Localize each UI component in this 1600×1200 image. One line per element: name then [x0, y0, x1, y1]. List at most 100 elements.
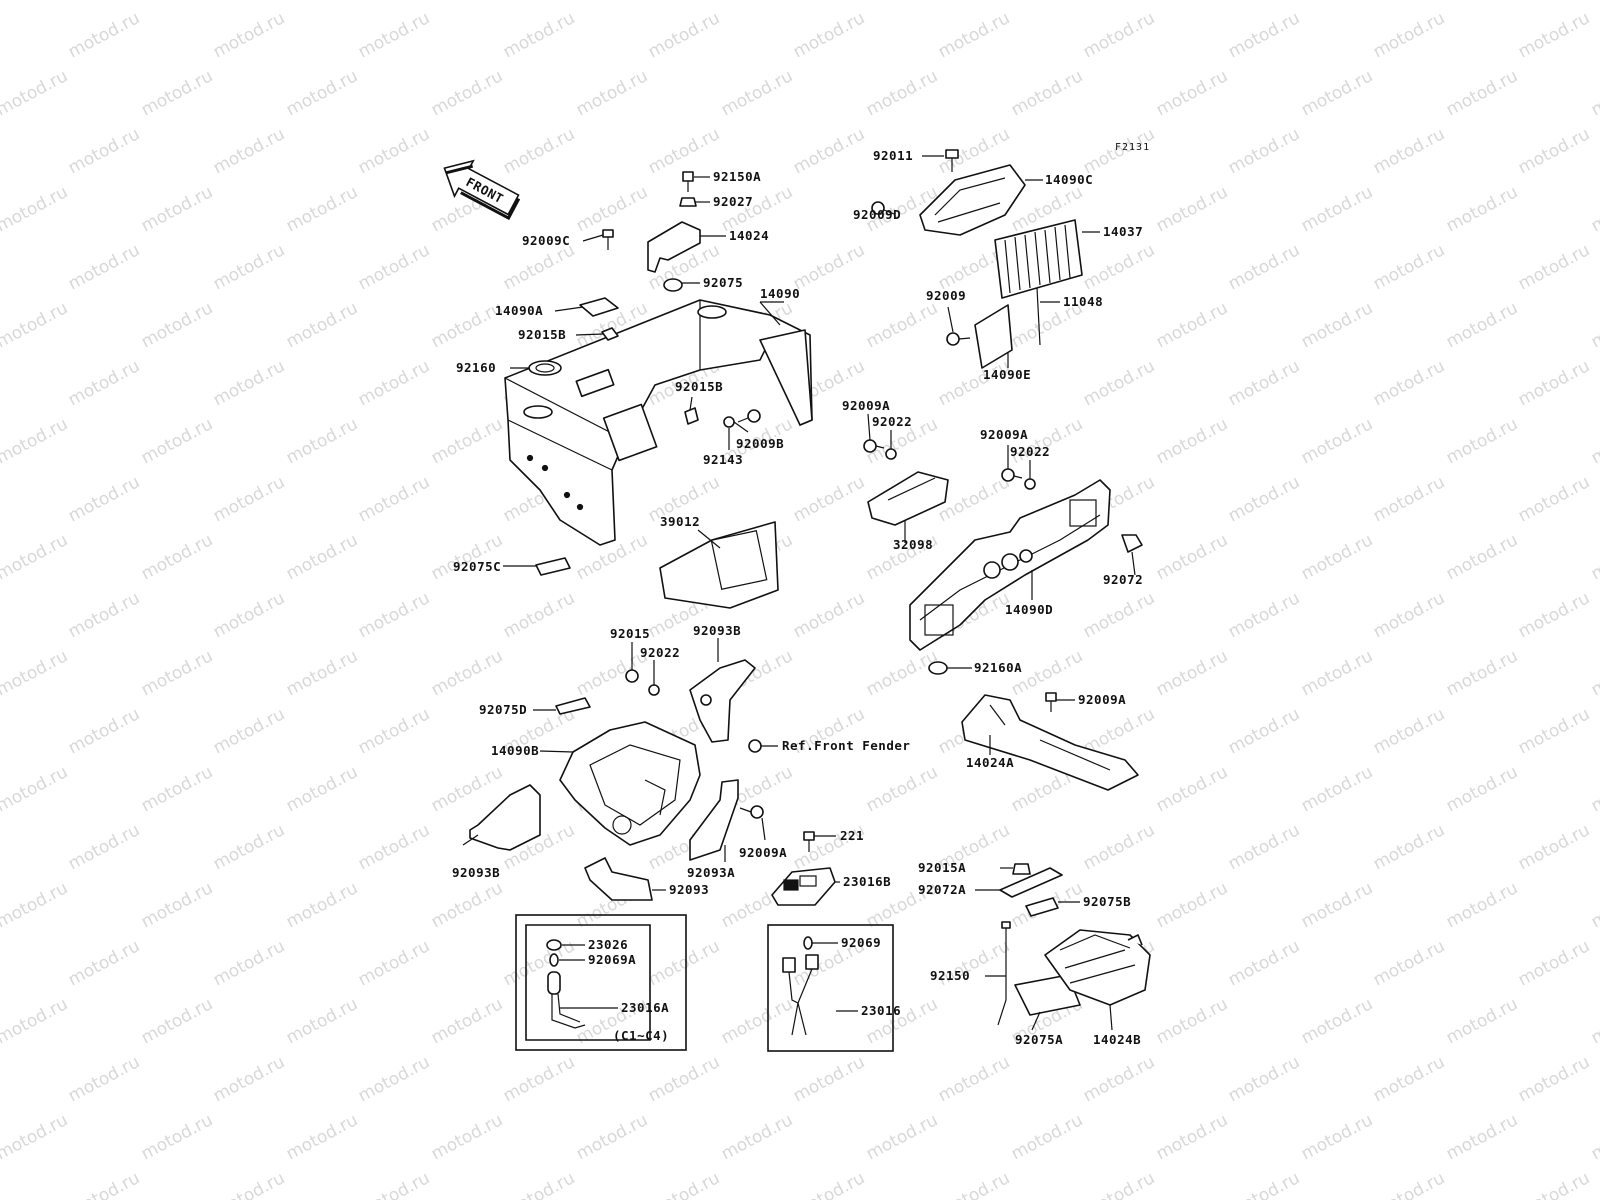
bolt-92009D — [871, 201, 895, 215]
watermark-text: motod.ru — [1515, 1168, 1593, 1200]
watermark-text: motod.ru — [1370, 1052, 1448, 1106]
part-label: 92093A — [687, 865, 735, 880]
watermark-text: motod.ru — [1370, 8, 1448, 62]
part-label: 14090C — [1045, 172, 1093, 187]
watermark-text: motod.ru — [1225, 936, 1303, 990]
watermark-text: motod.ru — [1153, 762, 1231, 816]
pad-92075C — [535, 557, 571, 576]
watermark-text: motod.ru — [1588, 762, 1600, 816]
watermark-text: motod.ru — [0, 646, 71, 700]
watermark-text: motod.ru — [573, 0, 651, 4]
watermark-text: motod.ru — [1515, 124, 1593, 178]
watermark-text: motod.ru — [935, 356, 1013, 410]
watermark-text: motod.ru — [935, 1052, 1013, 1106]
part-label: 92009D — [853, 207, 901, 222]
watermark-text: motod.ru — [863, 1110, 941, 1164]
part-label: 92075A — [1015, 1032, 1063, 1047]
watermark-text: motod.ru — [863, 298, 941, 352]
part-label: 14024B — [1093, 1032, 1141, 1047]
grommet-92075 — [663, 278, 683, 292]
part-label: 92150A — [713, 169, 761, 184]
strip-92072A — [999, 867, 1063, 898]
bracket-92093 — [584, 857, 653, 901]
watermark-text: motod.ru — [1008, 66, 1086, 120]
watermark-text: motod.ru — [1298, 878, 1376, 932]
watermark-text: motod.ru — [1588, 530, 1600, 584]
part-label: Ref.Front Fender — [782, 738, 910, 753]
watermark-text: motod.ru — [573, 66, 651, 120]
watermark-text: motod.ru — [1443, 0, 1521, 4]
watermark-text: motod.ru — [210, 588, 288, 642]
nut-92015B — [684, 407, 699, 425]
watermark-text: motod.ru — [1298, 762, 1376, 816]
watermark-text: motod.ru — [428, 0, 506, 4]
rod-11048 — [1036, 287, 1041, 346]
watermark-text: motod.ru — [1370, 820, 1448, 874]
watermark-text: motod.ru — [1298, 530, 1376, 584]
cover-14090C — [919, 164, 1026, 236]
inset-23016A — [515, 914, 687, 1051]
watermark-text: motod.ru — [0, 878, 71, 932]
part-label: 92011 — [873, 148, 913, 163]
watermark-text: motod.ru — [283, 66, 361, 120]
watermark-text: motod.ru — [428, 878, 506, 932]
watermark-text: motod.ru — [1153, 994, 1231, 1048]
watermark-text: motod.ru — [1225, 124, 1303, 178]
watermark-text: motod.ru — [210, 240, 288, 294]
part-label: 14090B — [491, 743, 539, 758]
watermark-text: motod.ru — [210, 936, 288, 990]
part-label: 92022 — [1010, 444, 1050, 459]
part-label: 92093B — [452, 865, 500, 880]
bolt-92009A-lower — [1045, 692, 1057, 712]
part-label: 14024 — [729, 228, 769, 243]
watermark-text: motod.ru — [1515, 820, 1593, 874]
part-label: 92143 — [703, 452, 743, 467]
watermark-text: motod.ru — [1153, 298, 1231, 352]
watermark-text: motod.ru — [1153, 530, 1231, 584]
bracket-92093B-lower — [469, 784, 541, 851]
watermark-text: motod.ru — [65, 8, 143, 62]
part-label: 92150 — [930, 968, 970, 983]
clip-92072 — [1121, 534, 1143, 553]
watermark-text: motod.ru — [1515, 588, 1593, 642]
watermark-text: motod.ru — [1298, 646, 1376, 700]
watermark-text: motod.ru — [1080, 1168, 1158, 1200]
watermark-text: motod.ru — [1515, 8, 1593, 62]
part-label: 14090D — [1005, 602, 1053, 617]
bolt-ref-front-fender — [748, 739, 778, 753]
bolt-92009B — [737, 409, 761, 423]
watermark-text: motod.ru — [790, 124, 868, 178]
bulb-92069A — [549, 953, 559, 967]
watermark-text: motod.ru — [138, 646, 216, 700]
watermark-text: motod.ru — [1370, 356, 1448, 410]
watermark-text: motod.ru — [283, 0, 361, 4]
watermark-text: motod.ru — [283, 994, 361, 1048]
part-label: 92022 — [872, 414, 912, 429]
part-label: 92072A — [918, 882, 966, 897]
watermark-text: motod.ru — [1588, 1110, 1600, 1164]
watermark-text: motod.ru — [428, 530, 506, 584]
watermark-text: motod.ru — [500, 240, 578, 294]
watermark-text: motod.ru — [65, 704, 143, 758]
watermark-text: motod.ru — [138, 994, 216, 1048]
bolt-92011 — [945, 149, 959, 172]
watermark-text: motod.ru — [1515, 704, 1593, 758]
part-label: 92160 — [456, 360, 496, 375]
inset-23016 — [767, 924, 894, 1052]
watermark-text: motod.ru — [1225, 472, 1303, 526]
watermark-text: motod.ru — [1443, 530, 1521, 584]
watermark-text: motod.ru — [65, 1168, 143, 1200]
watermark-text: motod.ru — [65, 820, 143, 874]
watermark-text: motod.ru — [283, 762, 361, 816]
watermark-text: motod.ru — [1298, 66, 1376, 120]
watermark-text: motod.ru — [1443, 994, 1521, 1048]
leader-lines — [462, 155, 1136, 1031]
watermark-text: motod.ru — [138, 182, 216, 236]
part-label: 92160A — [974, 660, 1022, 675]
part-label: 92015 — [610, 626, 650, 641]
watermark-text: motod.ru — [573, 1110, 651, 1164]
part-label: 92069A — [588, 952, 636, 967]
watermark-text: motod.ru — [283, 414, 361, 468]
watermark-text: motod.ru — [65, 472, 143, 526]
